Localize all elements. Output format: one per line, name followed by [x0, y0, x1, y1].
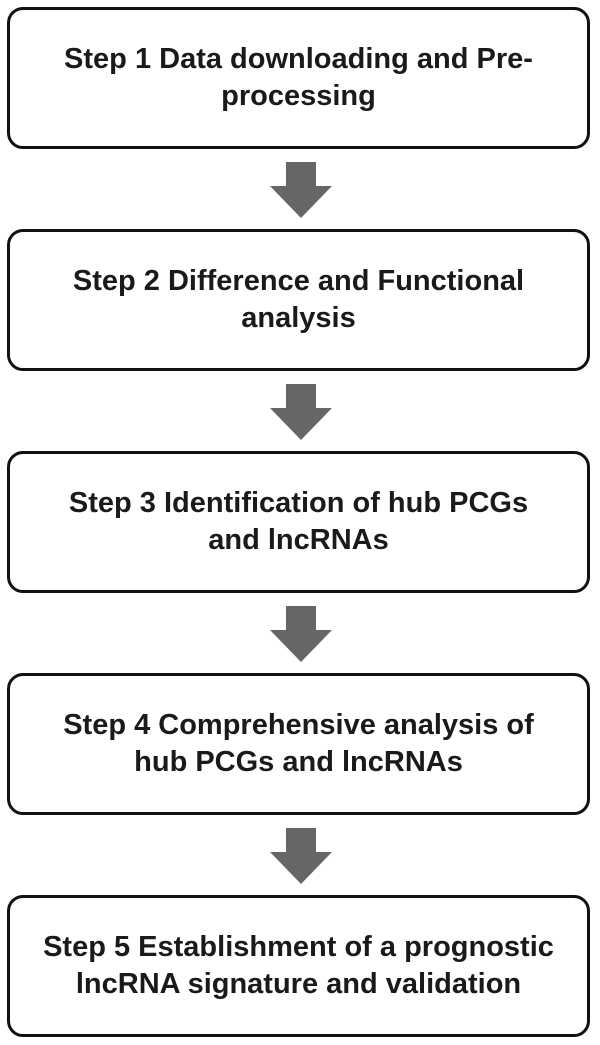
step-3-box: Step 3 Identification of hub PCGs and ln…	[7, 451, 590, 593]
step-2-label: Step 2 Difference and Functional analysi…	[72, 264, 525, 334]
step-4-box: Step 4 Comprehensive analysis of hub PCG…	[7, 673, 590, 815]
step-4-label: Step 4 Comprehensive analysis of hub PCG…	[63, 708, 534, 778]
step-1-label: Step 1 Data downloading and Pre- process…	[64, 42, 533, 112]
step-1-box: Step 1 Data downloading and Pre- process…	[7, 7, 590, 149]
down-arrow-icon	[270, 162, 332, 218]
down-arrow-icon	[270, 606, 332, 662]
down-arrow-icon	[270, 828, 332, 884]
step-5-label: Step 5 Establishment of a prognostic lnc…	[43, 930, 554, 1000]
step-5-box: Step 5 Establishment of a prognostic lnc…	[7, 895, 590, 1037]
step-2-box: Step 2 Difference and Functional analysi…	[7, 229, 590, 371]
step-3-label: Step 3 Identification of hub PCGs and ln…	[68, 486, 529, 556]
down-arrow-icon	[270, 384, 332, 440]
